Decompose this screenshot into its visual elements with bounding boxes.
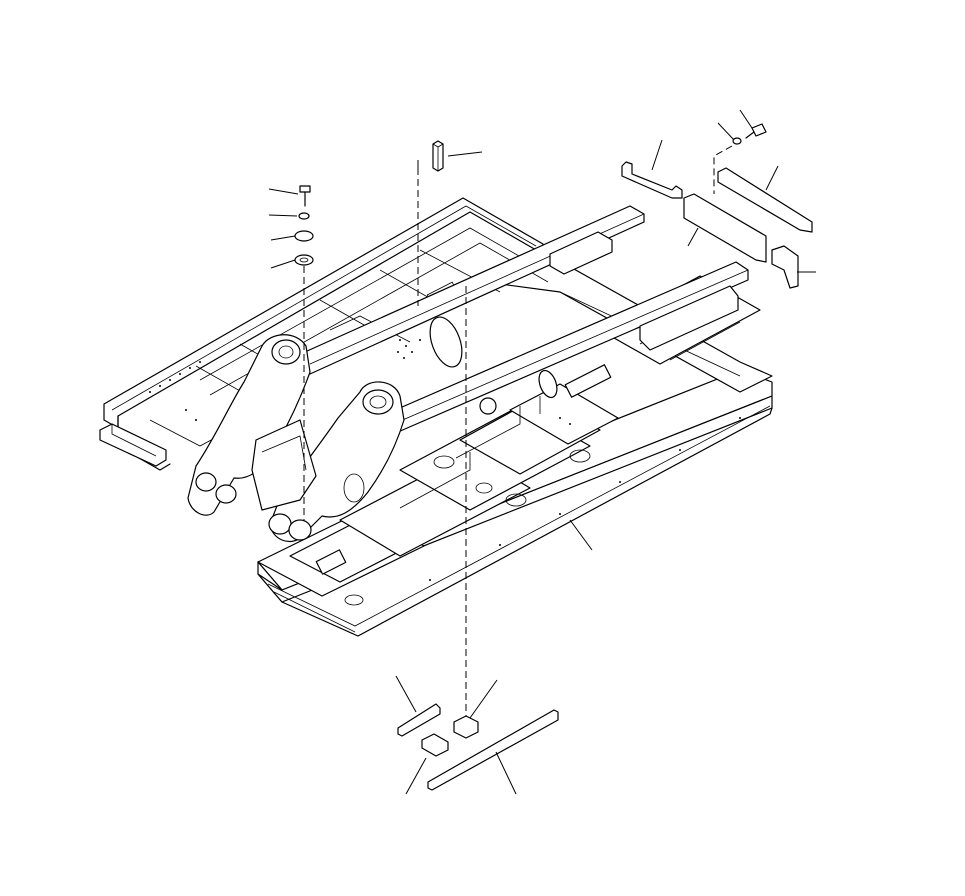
callout-5-leader bbox=[270, 259, 296, 269]
bolt-holes bbox=[149, 339, 741, 581]
left-boom-bracket bbox=[187, 334, 311, 516]
alignment-lines bbox=[303, 145, 733, 716]
bottom-long-rail bbox=[427, 709, 559, 791]
callout-3-leader bbox=[268, 214, 298, 217]
callout-10-leader bbox=[687, 227, 699, 247]
callout-14-leader bbox=[469, 679, 498, 719]
callout-8-leader bbox=[651, 139, 663, 171]
revolving-frame bbox=[99, 197, 773, 637]
callout-15-leader bbox=[405, 757, 427, 795]
callout-12-leader bbox=[569, 519, 593, 551]
callout-13-leader bbox=[395, 675, 417, 713]
callout-9-leader bbox=[765, 165, 779, 191]
bottom-short-plate bbox=[397, 703, 441, 737]
left-step-plate bbox=[99, 423, 167, 467]
callout-1-leader bbox=[447, 151, 483, 157]
long-bracket bbox=[717, 167, 813, 233]
cover-plate bbox=[683, 193, 767, 263]
bottom-small-block-2 bbox=[453, 715, 479, 739]
bottom-small-block-1 bbox=[421, 733, 449, 757]
callout-2-leader bbox=[268, 188, 299, 195]
callout-leaders bbox=[268, 109, 816, 795]
callout-7-leader bbox=[717, 122, 735, 141]
bracket-left-piece bbox=[621, 161, 683, 199]
top-right-bolts bbox=[732, 123, 767, 145]
callout-4-leader bbox=[270, 235, 296, 241]
callout-16-leader bbox=[495, 751, 517, 795]
bolt-stack bbox=[294, 185, 314, 266]
loose-parts bbox=[294, 123, 813, 791]
left-side-rail bbox=[103, 197, 544, 429]
callout-6-leader bbox=[739, 109, 753, 129]
small-bracket bbox=[771, 245, 799, 289]
